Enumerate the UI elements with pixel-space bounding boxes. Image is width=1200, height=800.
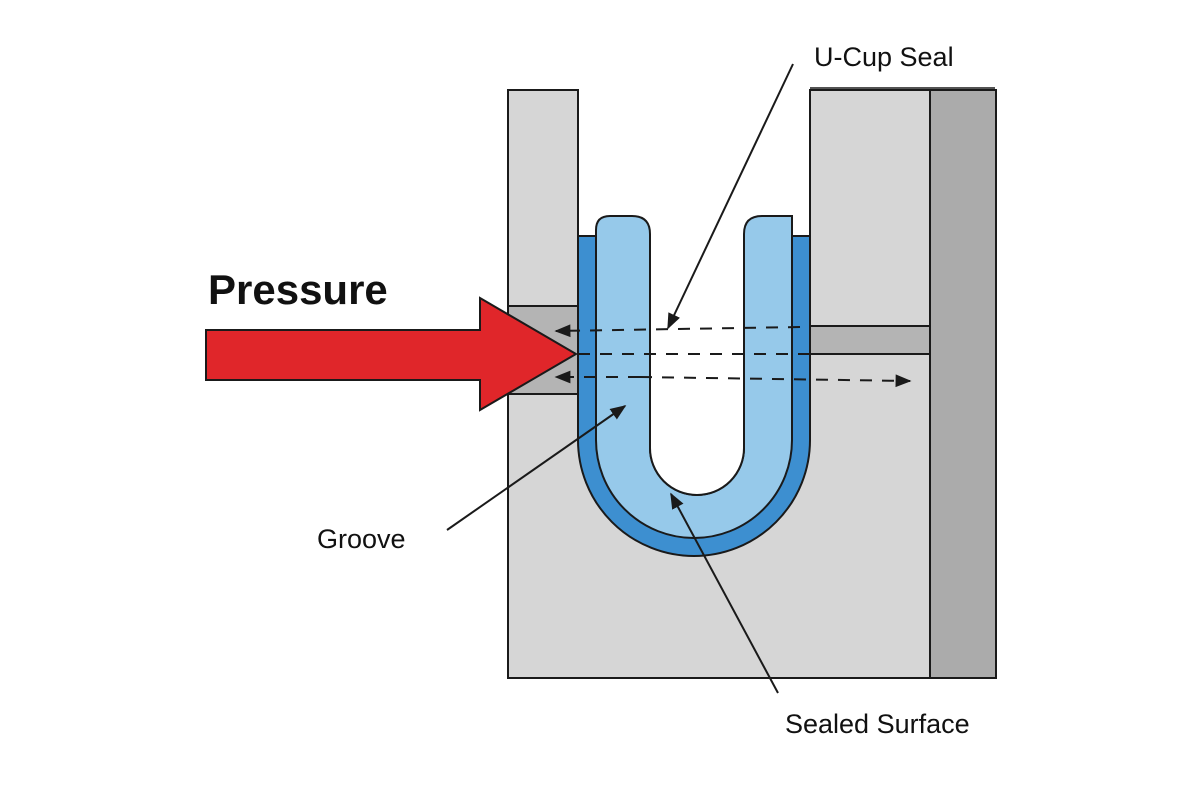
u-cup-cavity-outline — [649, 234, 745, 496]
sealed-surface-wall — [929, 89, 997, 679]
sealed-surface-leader — [670, 492, 779, 694]
ucup-seal-leader — [667, 63, 794, 330]
u-cup-seal-inner — [595, 215, 793, 539]
u-cup-cavity — [650, 234, 744, 495]
flow-line-bottom-right — [639, 374, 912, 388]
right-channel — [809, 325, 931, 355]
groove-leader — [446, 405, 627, 531]
groove-label: Groove — [317, 524, 406, 554]
pressure-label: Pressure — [208, 266, 388, 313]
pressure-arrow — [205, 296, 578, 412]
ucup-seal-label: U-Cup Seal — [814, 42, 954, 72]
flow-line-top — [554, 324, 801, 338]
sealed-surface-label: Sealed Surface — [785, 709, 970, 739]
